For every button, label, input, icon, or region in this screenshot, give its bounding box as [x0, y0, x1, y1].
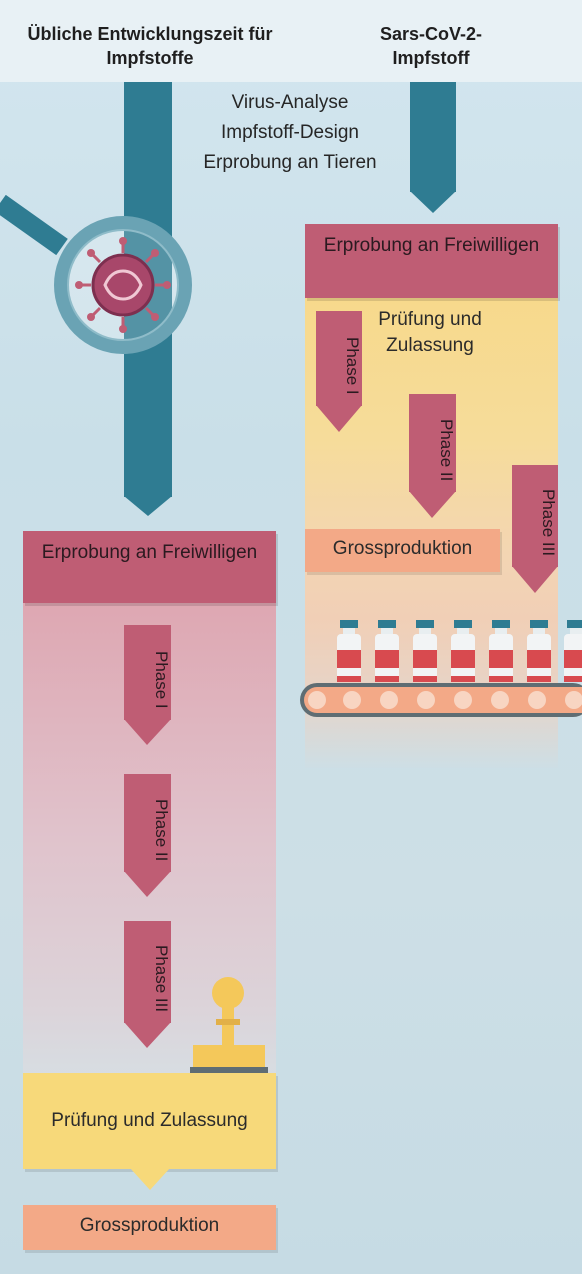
- right-phase-1: Phase I: [316, 311, 362, 406]
- step-vaccine-design: Impfstoff-Design: [221, 122, 359, 143]
- magnifier-icon: [0, 194, 200, 355]
- left-phase-2: Phase II: [124, 774, 171, 872]
- left-column-title: Übliche Entwicklungszeit für Impfstoffe: [27, 24, 273, 68]
- right-timeline-beam: [410, 82, 456, 192]
- right-timeline-beam-tip: [410, 191, 456, 213]
- left-phase-1-tip: [124, 719, 171, 745]
- right-mass-production-box: Grossproduktion: [305, 529, 500, 572]
- step-virus-analysis: Virus-Analyse: [231, 92, 349, 113]
- left-approval-box: Prüfung und Zulassung: [23, 1073, 276, 1169]
- left-volunteer-trial-box: Erprobung an Freiwilligen: [23, 531, 276, 603]
- right-column-title: Sars-CoV-2-Impfstoff: [379, 24, 483, 68]
- left-phase-3-tip: [124, 1022, 171, 1048]
- right-phase-3: Phase III: [512, 465, 558, 567]
- right-approval-label: Prüfung und Zulassung: [378, 309, 482, 356]
- stamp-icon: [188, 975, 268, 1075]
- left-phase-2-tip: [124, 871, 171, 897]
- right-phase-2: Phase II: [409, 394, 456, 492]
- right-phase-3-tip: [512, 566, 558, 593]
- left-timeline-beam-tip: [124, 496, 172, 516]
- step-animal-testing: Erprobung an Tieren: [203, 152, 377, 173]
- virus-icon: [75, 237, 171, 333]
- early-steps: Virus-Analyse Impfstoff-Design Erprobung…: [182, 88, 398, 178]
- right-phase-2-tip: [409, 491, 456, 518]
- vaccine-vial-icon: [337, 620, 582, 682]
- conveyor-belt-icon: [300, 610, 582, 720]
- left-phase-3: Phase III: [124, 921, 171, 1023]
- left-phase-1: Phase I: [124, 625, 171, 720]
- left-mass-production-box: Grossproduktion: [23, 1205, 276, 1250]
- left-approval-tip: [130, 1168, 170, 1190]
- header: Übliche Entwicklungszeit für Impfstoffe …: [0, 0, 582, 82]
- right-phase-1-tip: [316, 405, 362, 432]
- right-volunteer-trial-box: Erprobung an Freiwilligen: [305, 224, 558, 298]
